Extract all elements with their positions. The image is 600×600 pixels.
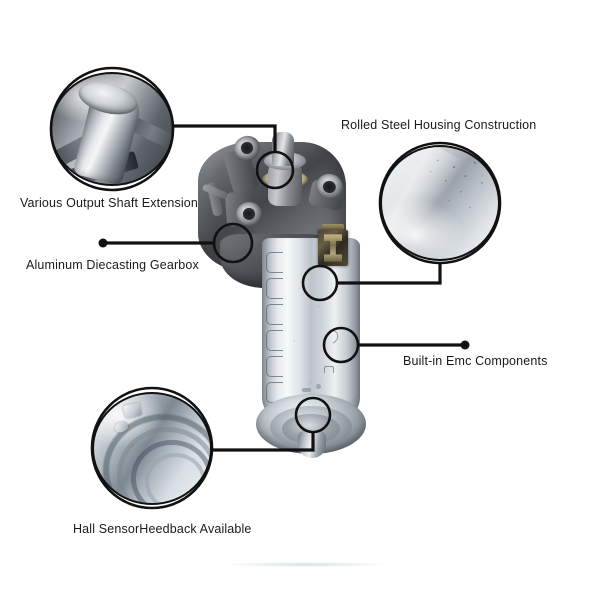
leader-dot-gearbox	[98, 238, 108, 248]
callout-label-rolled-steel-housing: Rolled Steel Housing Construction	[341, 118, 537, 132]
housing-marking	[302, 388, 311, 392]
metal-texture	[382, 147, 498, 259]
hall-sensor-chip	[122, 402, 143, 419]
magnifier-hall-sensor	[92, 392, 212, 505]
magnifier-rolled-steel-seam	[380, 145, 500, 261]
housing-seam	[266, 356, 283, 377]
dc-gear-motor-photo	[190, 130, 400, 458]
callout-label-gearbox: Aluminum Diecasting Gearbox	[26, 258, 199, 272]
leader-dot-emc-components	[460, 340, 470, 350]
output-shaft	[272, 132, 294, 166]
housing-marking	[324, 366, 334, 373]
magnifier-output-shaft	[50, 72, 174, 186]
callout-label-emc-components: Built-in Emc Components	[403, 354, 548, 368]
callout-label-hall-sensor: Hall SensorHeedback Available	[73, 522, 252, 536]
bearing-boss	[298, 430, 326, 458]
ground-reflection	[222, 562, 390, 567]
housing-seam	[266, 278, 283, 299]
emc-terminal-block	[318, 230, 348, 266]
housing-seam	[266, 330, 283, 351]
terminal-cap	[322, 224, 344, 232]
end-bell-ring	[145, 452, 207, 503]
housing-marking	[316, 384, 321, 389]
housing-seam	[266, 304, 283, 325]
housing-seam	[266, 252, 283, 273]
callout-label-output-shaft: Various Output Shaft Extension	[20, 196, 198, 210]
